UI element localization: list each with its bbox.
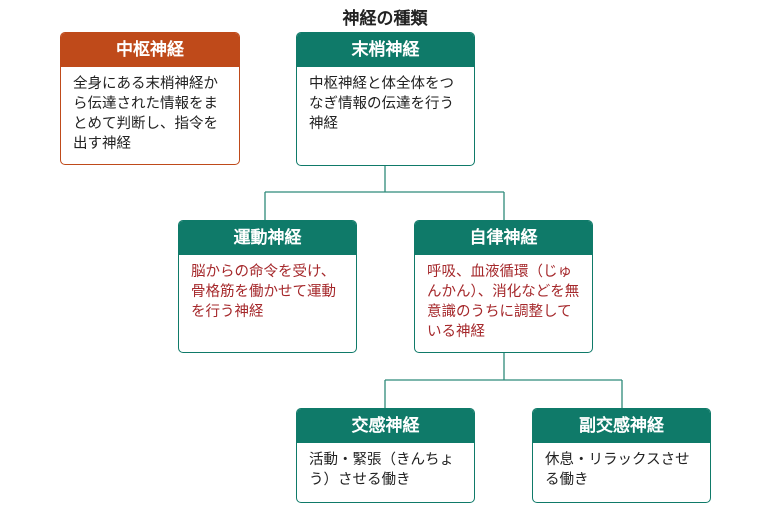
node-central-nervous: 中枢神経 全身にある末梢神経から伝達された情報をまとめて判断し、指令を出す神経 (60, 32, 240, 165)
diagram-title: 神経の種類 (342, 9, 428, 29)
node-motor-label: 運動神経 (179, 221, 356, 255)
node-peripheral-desc: 中枢神経と体全体をつなぎ情報の伝達を行う神経 (309, 76, 454, 132)
node-autonomic-nervous: 自律神経 呼吸、血液循環（じゅんかん）、消化などを無意識のうちに調整している神経 (414, 220, 593, 353)
node-parasympathetic-label: 副交感神経 (533, 409, 710, 443)
node-motor-desc: 脳からの命令を受け、骨格筋を働かせて運動を行う神経 (191, 264, 336, 320)
node-parasympathetic-nervous: 副交感神経 休息・リラックスさせる働き (532, 408, 711, 503)
node-peripheral-nervous: 末梢神経 中枢神経と体全体をつなぎ情報の伝達を行う神経 (296, 32, 475, 166)
node-autonomic-desc: 呼吸、血液循環（じゅんかん）、消化などを無意識のうちに調整している神経 (427, 264, 580, 340)
node-sympathetic-nervous: 交感神経 活動・緊張（きんちょう）させる働き (296, 408, 475, 503)
node-autonomic-label: 自律神経 (415, 221, 592, 255)
node-motor-nervous: 運動神経 脳からの命令を受け、骨格筋を働かせて運動を行う神経 (178, 220, 357, 353)
node-parasympathetic-desc: 休息・リラックスさせる働き (545, 452, 690, 488)
node-central-label: 中枢神経 (61, 33, 239, 67)
node-peripheral-label: 末梢神経 (297, 33, 474, 67)
node-sympathetic-label: 交感神経 (297, 409, 474, 443)
node-central-desc: 全身にある末梢神経から伝達された情報をまとめて判断し、指令を出す神経 (73, 76, 218, 152)
node-sympathetic-desc: 活動・緊張（きんちょう）させる働き (309, 452, 454, 488)
